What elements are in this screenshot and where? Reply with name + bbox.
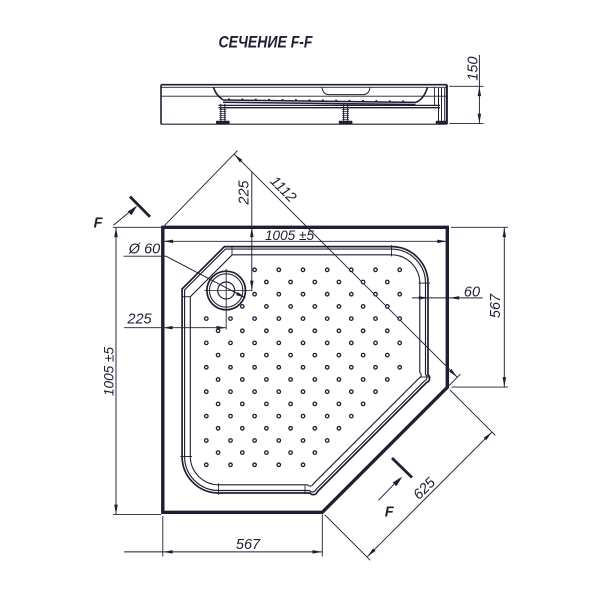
svg-text:150: 150 <box>466 56 482 80</box>
svg-text:225: 225 <box>237 179 253 205</box>
svg-text:225: 225 <box>126 312 152 328</box>
svg-text:1005 ±5: 1005 ±5 <box>102 347 117 396</box>
svg-text:F: F <box>385 504 395 520</box>
svg-text:60: 60 <box>464 285 480 301</box>
svg-text:567: 567 <box>488 293 504 318</box>
svg-text:F: F <box>94 215 104 231</box>
svg-text:СЕЧЕНИЕ F-F: СЕЧЕНИЕ F-F <box>219 33 313 52</box>
svg-text:Ø 60: Ø 60 <box>128 242 160 258</box>
svg-text:1005 ±5: 1005 ±5 <box>265 228 314 243</box>
svg-text:567: 567 <box>236 537 261 553</box>
